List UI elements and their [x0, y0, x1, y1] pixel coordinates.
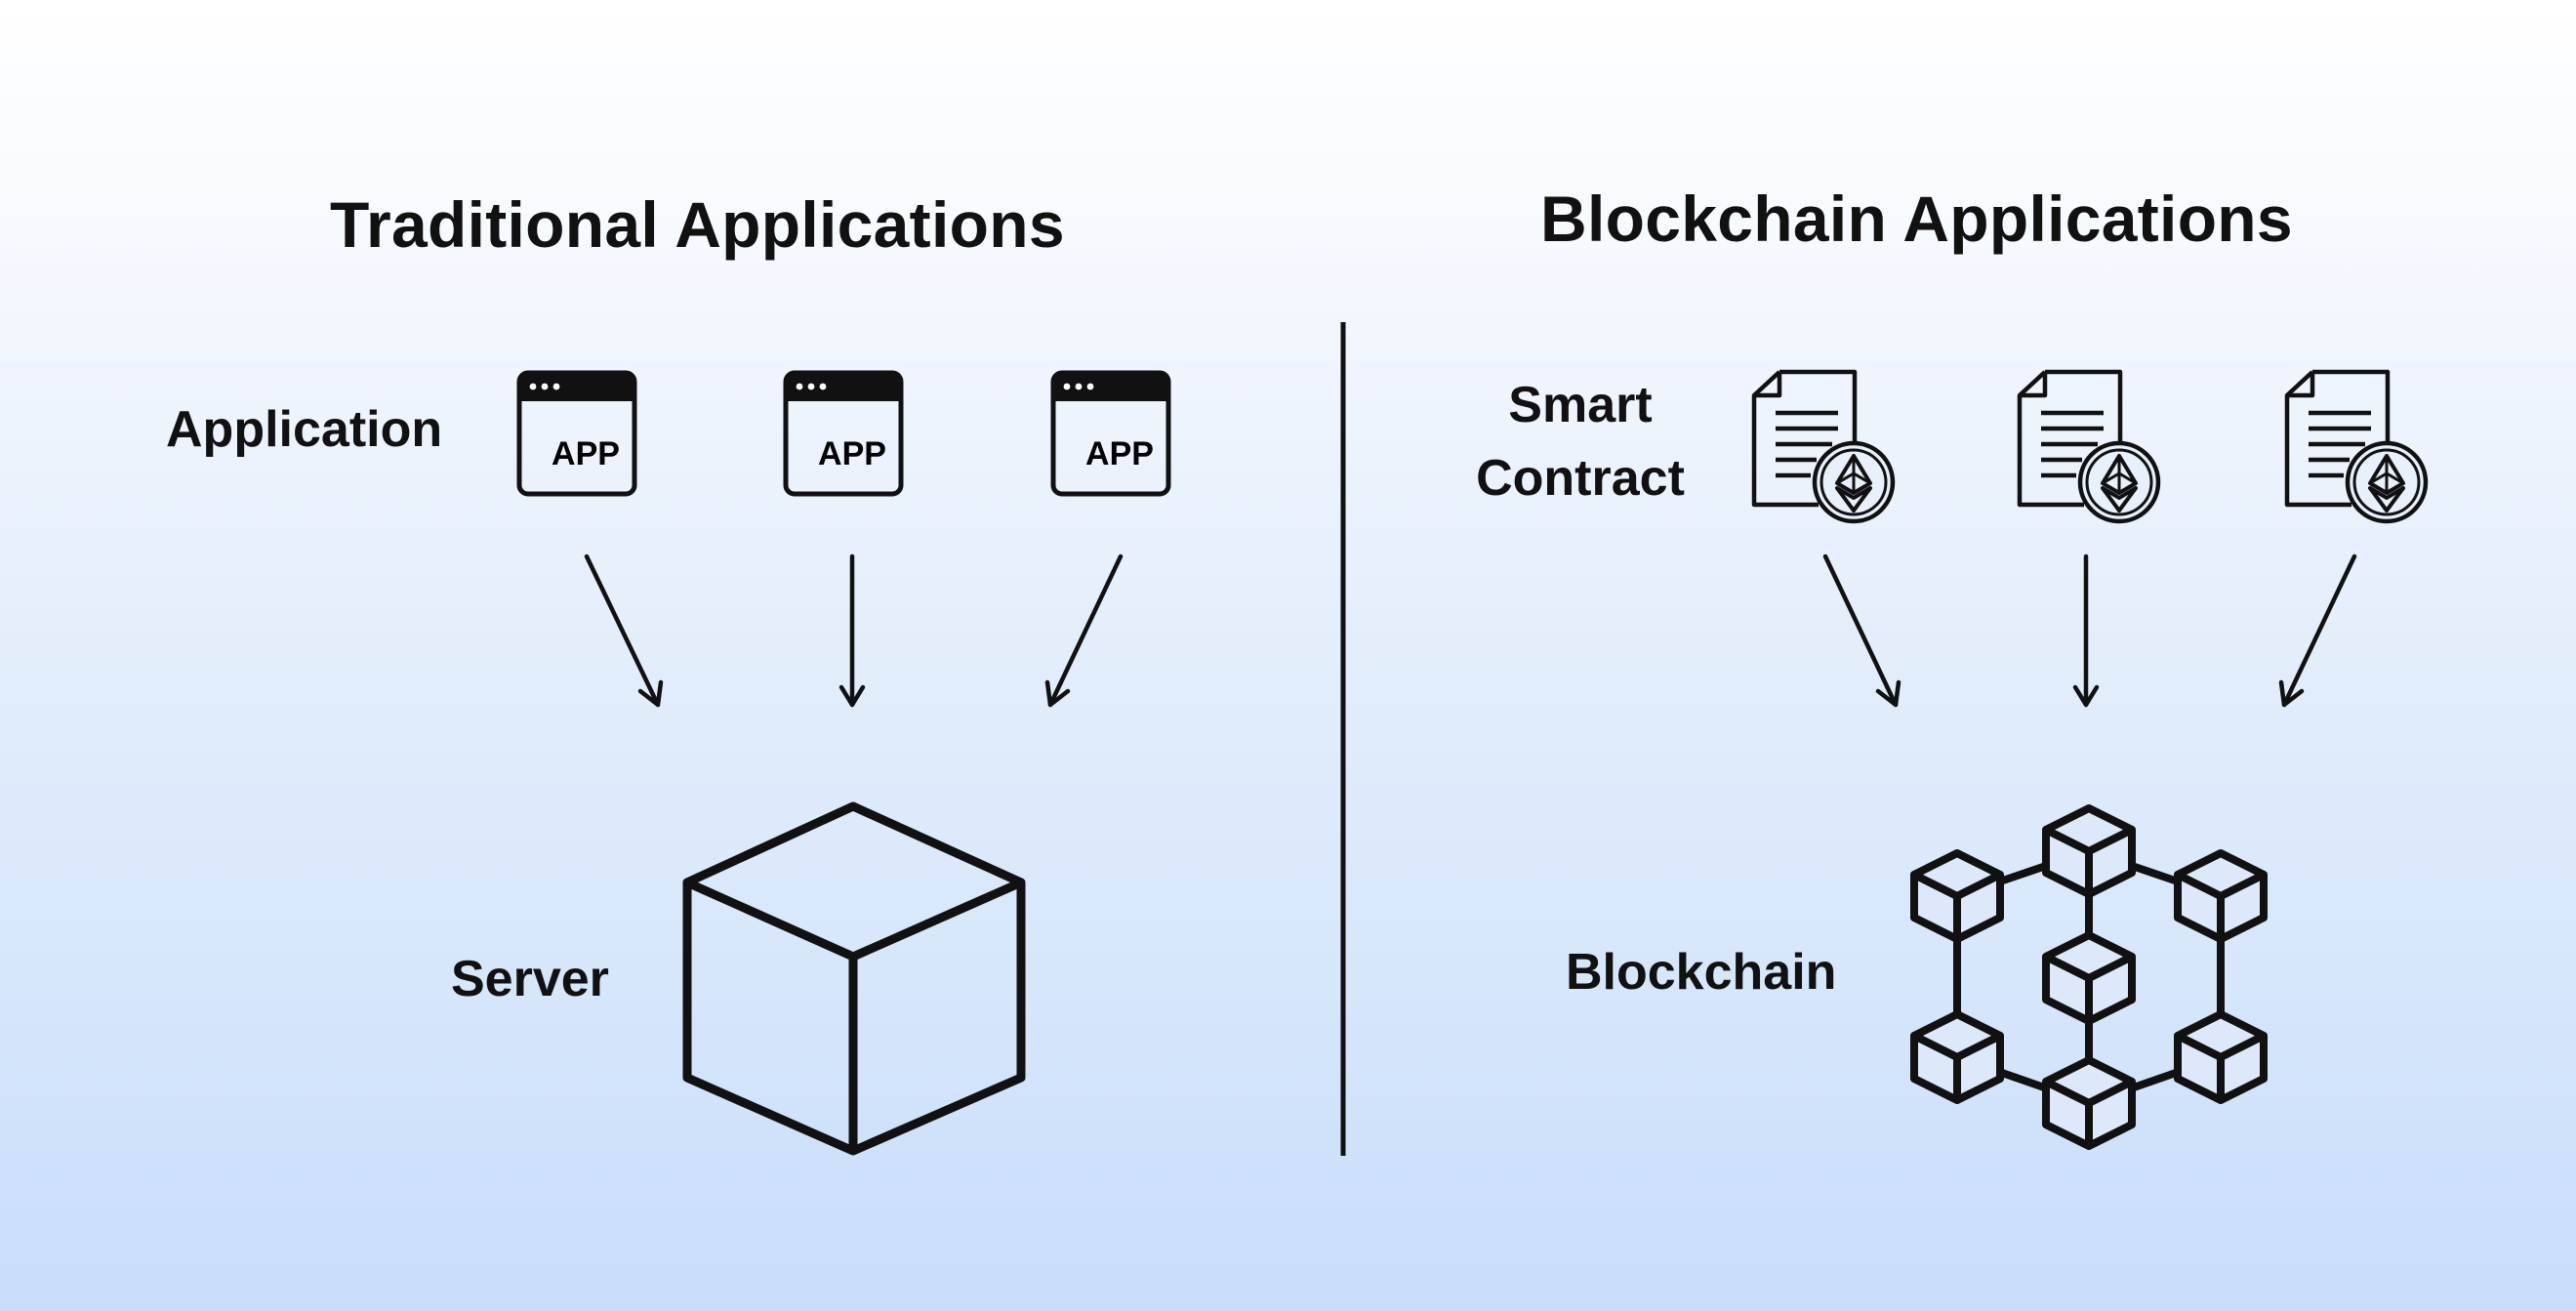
- arrow-contract3-to-blockchain: [2278, 553, 2357, 708]
- app-window-icon: APP: [1053, 373, 1168, 494]
- app-icon-text: APP: [818, 435, 886, 472]
- app-icon-text: APP: [1085, 435, 1154, 472]
- arrow-app2-to-server: [838, 553, 866, 708]
- smart-contract-label: Smart Contract: [1468, 369, 1693, 516]
- server-label: Server: [451, 951, 609, 1007]
- smart-contract-label-line2: Contract: [1476, 450, 1685, 508]
- cube-icon: [682, 801, 1026, 1156]
- arrow-contract1-to-blockchain: [1822, 553, 1901, 708]
- ethereum-document-icon: [2287, 372, 2426, 521]
- traditional-applications-title: Traditional Applications: [330, 188, 1065, 261]
- cube-network-icon: [1914, 808, 2264, 1146]
- arrow-app3-to-server: [1044, 553, 1124, 708]
- smart-contract-label-line1: Smart: [1508, 377, 1653, 433]
- blockchain-applications-title: Blockchain Applications: [1540, 183, 2293, 255]
- arrow-app1-to-server: [584, 553, 664, 708]
- application-label: Application: [166, 401, 443, 458]
- ethereum-document-icon: [1754, 372, 1893, 521]
- app-icon-text: APP: [552, 435, 620, 472]
- app-window-icon: APP: [786, 373, 901, 494]
- ethereum-document-icon: [2020, 372, 2158, 521]
- arrow-contract2-to-blockchain: [2072, 553, 2100, 708]
- app-window-icon: APP: [519, 373, 634, 494]
- blockchain-label: Blockchain: [1566, 944, 1837, 1001]
